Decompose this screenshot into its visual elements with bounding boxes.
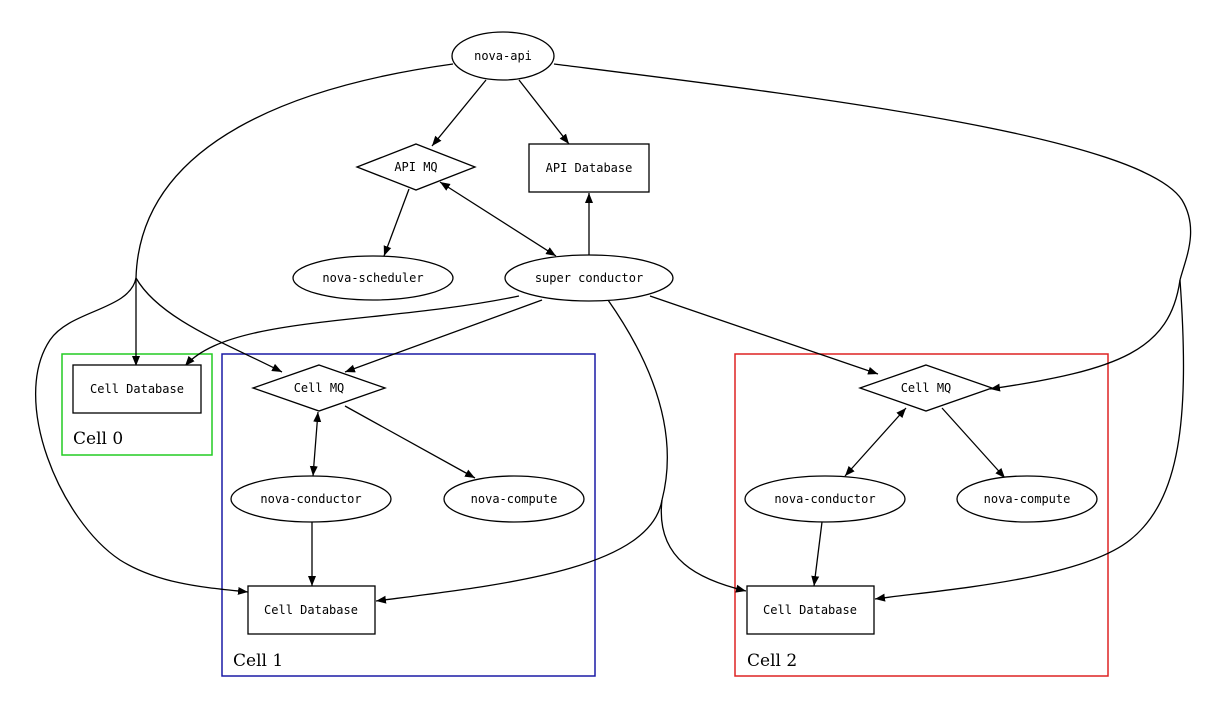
- node-cell1-mq-shape: [251, 364, 387, 412]
- node-nova-api-label: nova-api: [474, 49, 532, 63]
- cluster-cell-1-label: Cell 1: [233, 651, 283, 671]
- node-cell0-database: Cell Database: [72, 364, 202, 414]
- node-cell1-mq-label: Cell MQ: [294, 381, 345, 395]
- edge-super-conductor-down: [607, 299, 668, 501]
- node-nova-api-shape: [451, 31, 555, 81]
- edge-super-conductor-to-cell0-database: [184, 295, 520, 367]
- edge-nova-api-to-api-database: [518, 79, 570, 145]
- edge-branch-to-cell2-database: [874, 279, 1185, 602]
- node-cell2-compute-shape: [956, 475, 1098, 523]
- node-cell1-compute-shape: [443, 475, 585, 523]
- edge-branch-to-cell2-mq: [989, 279, 1181, 392]
- node-nova-scheduler-label: nova-scheduler: [322, 271, 423, 285]
- node-cell1-conductor: nova-conductor: [230, 475, 392, 523]
- node-super-conductor: super conductor: [504, 254, 674, 302]
- node-cell2-mq: Cell MQ: [858, 364, 994, 412]
- cluster-cell-1-border: [221, 353, 596, 677]
- edge-nova-api-left-branch: [135, 63, 454, 279]
- node-super-conductor-label: super conductor: [535, 271, 643, 285]
- node-cell1-mq: Cell MQ: [251, 364, 387, 412]
- edge-cell2-mq-to-compute: [941, 407, 1006, 479]
- node-cell2-database: Cell Database: [746, 585, 875, 635]
- node-nova-scheduler-shape: [292, 255, 454, 301]
- edge-cell1-mq-to-compute: [344, 405, 476, 479]
- node-cell1-database-label: Cell Database: [264, 603, 358, 617]
- node-cell2-compute-label: nova-compute: [984, 492, 1071, 506]
- cluster-cell-0: Cell 0: [61, 353, 213, 456]
- node-api-database: API Database: [528, 143, 650, 193]
- cluster-cell-1: Cell 1: [221, 353, 596, 677]
- node-api-database-shape: [528, 143, 650, 193]
- node-cell1-compute-label: nova-compute: [471, 492, 558, 506]
- node-cell2-mq-label: Cell MQ: [901, 381, 952, 395]
- edge-api-mq-to-nova-scheduler: [383, 188, 410, 257]
- edge-super-conductor-to-cell1-mq: [344, 299, 543, 373]
- node-cell0-database-shape: [72, 364, 202, 414]
- cluster-cell-2: Cell 2: [734, 353, 1109, 677]
- edge-cell2-conductor-to-database: [811, 521, 823, 587]
- edge-super-conductor-to-cell2-mq: [649, 295, 879, 375]
- node-cell2-database-shape: [746, 585, 875, 635]
- edge-nova-api-right-branch: [553, 63, 1192, 281]
- node-cell1-database: Cell Database: [247, 585, 376, 635]
- node-cell1-database-shape: [247, 585, 376, 635]
- edge-super-conductor-to-cell2-database: [660, 499, 747, 593]
- node-cell1-conductor-shape: [230, 475, 392, 523]
- edge-nova-api-to-api-mq: [431, 79, 487, 147]
- edge-branch-to-cell1-database: [35, 277, 249, 595]
- edge-super-conductor-to-cell1-database: [375, 499, 663, 604]
- node-cell1-conductor-label: nova-conductor: [260, 492, 361, 506]
- node-cell2-compute: nova-compute: [956, 475, 1098, 523]
- edge-cell2-mq-conductor: [844, 407, 907, 477]
- node-cell2-conductor: nova-conductor: [744, 475, 906, 523]
- node-api-mq-shape: [355, 143, 477, 191]
- node-nova-api: nova-api: [451, 31, 555, 81]
- node-api-database-label: API Database: [546, 161, 633, 175]
- node-nova-scheduler: nova-scheduler: [292, 255, 454, 301]
- cluster-cell-2-label: Cell 2: [747, 651, 797, 671]
- edge-api-mq-super-conductor: [439, 181, 557, 257]
- node-cell2-conductor-label: nova-conductor: [774, 492, 875, 506]
- node-cell1-compute: nova-compute: [443, 475, 585, 523]
- edge-cell1-mq-conductor: [309, 411, 322, 477]
- node-super-conductor-shape: [504, 254, 674, 302]
- cluster-cell-2-border: [734, 353, 1109, 677]
- cluster-cell-0-label: Cell 0: [73, 429, 123, 449]
- node-cell2-mq-shape: [858, 364, 994, 412]
- node-api-mq-label: API MQ: [394, 160, 437, 174]
- node-api-mq: API MQ: [355, 143, 477, 191]
- edges: [35, 63, 1192, 604]
- cluster-cell-0-border: [61, 353, 213, 456]
- node-cell0-database-label: Cell Database: [90, 382, 184, 396]
- node-cell2-conductor-shape: [744, 475, 906, 523]
- edge-branch-to-cell1-mq: [135, 277, 283, 373]
- node-cell2-database-label: Cell Database: [763, 603, 857, 617]
